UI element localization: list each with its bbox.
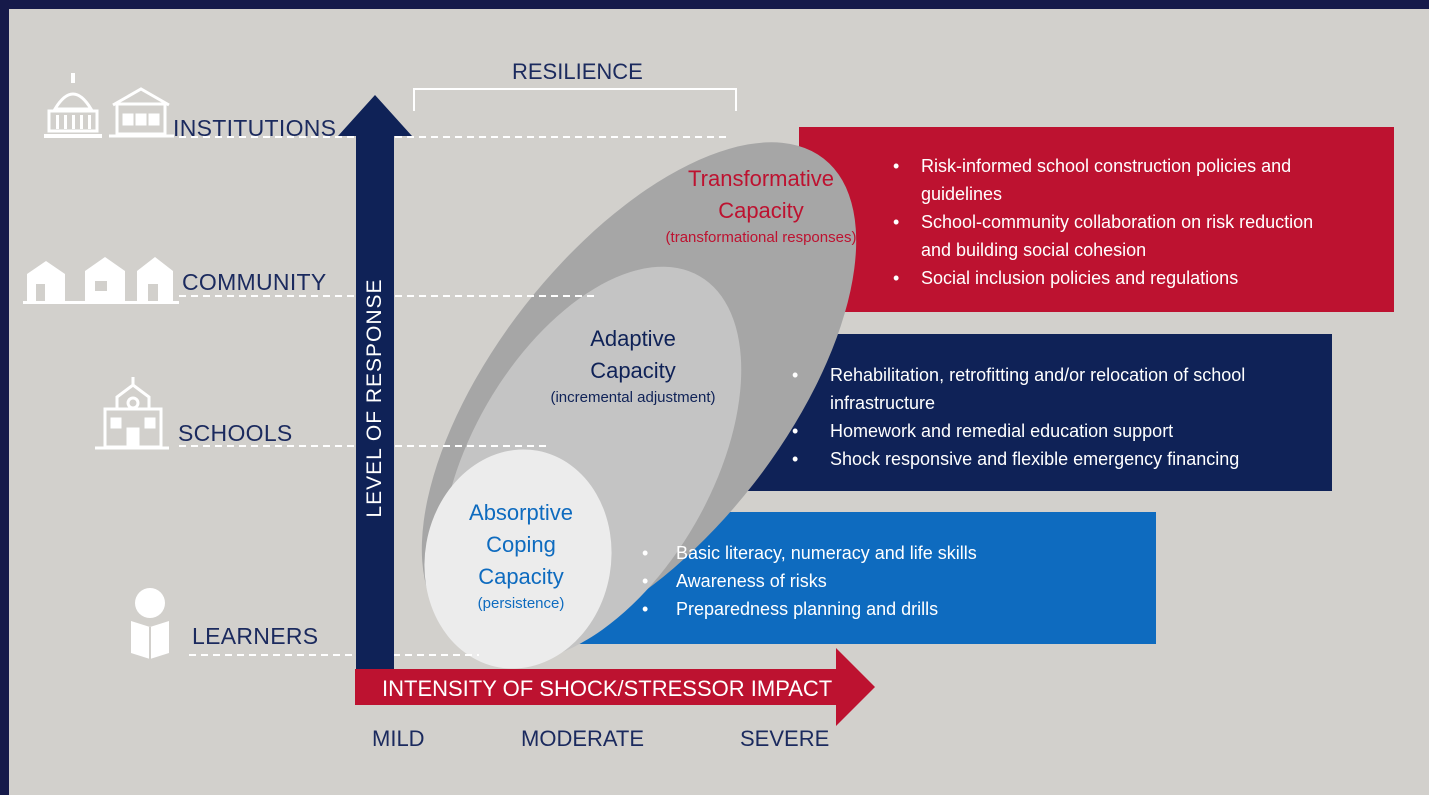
transformative-capacity-title: Transformative Capacity (transformationa… [631,163,891,249]
bullet: • [792,365,799,385]
absorptive-list: • Basic literacy, numeracy and life skill… [642,539,977,623]
bullet: • [792,421,799,441]
item-text: Homework and remedial education support [830,421,1174,441]
absorptive-ellipse [424,449,612,669]
list-item: • School-community collaboration on risk … [893,208,1314,264]
adaptive-box: • Rehabilitation, retrofitting and/or rel… [792,361,1246,473]
level-institutions-label: INSTITUTIONS [173,115,337,141]
list-item: • Homework and remedial education support [792,417,1245,445]
bullet: • [893,212,900,232]
intensity-axis-label: INTENSITY OF SHOCK/STRESSOR IMPACT [382,676,833,701]
adaptive-list: • Rehabilitation, retrofitting and/or rel… [792,361,1246,473]
learner-reading-icon [131,588,169,659]
absorptive-title-line3: Capacity [478,564,564,589]
item-text: Risk-informed school construction polici… [921,156,1292,176]
resilience-bracket [413,88,737,111]
community-house-icon [23,257,179,304]
transformative-title-line1: Transformative [688,166,834,191]
item-text: infrastructure [830,393,936,413]
list-item: • Social inclusion policies and regulatio… [893,264,1313,292]
list-item: • Basic literacy, numeracy and life skill… [642,539,977,567]
item-text: Social inclusion policies and regulation… [921,268,1239,288]
item-text: Basic literacy, numeracy and life skills [676,543,977,563]
institution-capitol-icon [44,73,102,138]
diagram-graphics [23,73,1394,726]
item-text: and building social cohesion [921,240,1147,260]
resilience-label: RESILIENCE [512,59,643,84]
diagram-canvas: RESILIENCE INSTITUTIONS COMMUNITY SCHOOL… [9,9,1429,795]
level-of-response-arrow [338,95,412,674]
bullet: • [642,599,649,619]
bullet: • [642,543,649,563]
adaptive-title-line1: Adaptive [590,326,676,351]
level-of-response-label: LEVEL OF RESPONSE [363,278,386,518]
adaptive-subtitle: (incremental adjustment) [550,389,716,406]
list-item: • Shock responsive and flexible emergency… [792,445,1245,473]
absorptive-box: • Basic literacy, numeracy and life skill… [642,539,977,623]
item-text: School-community collaboration on risk r… [921,212,1314,232]
transformative-subtitle: (transformational responses) [665,229,857,246]
institution-building-icon [109,87,174,138]
absorptive-capacity-title: Absorptive Coping Capacity (persistence) [441,497,601,615]
school-building-icon [95,377,169,450]
bullet: • [893,156,900,176]
tick-moderate: MODERATE [521,726,645,751]
level-community-label: COMMUNITY [182,269,327,295]
item-text: guidelines [921,184,1003,204]
absorptive-title-line2: Coping [486,532,556,557]
transformative-box-bg [799,127,1394,312]
transformative-box: • Risk-informed school construction polic… [893,152,1314,292]
list-item: • Awareness of risks [642,567,977,595]
list-item: • Preparedness planning and drills [642,595,977,623]
adaptive-title-line2: Capacity [590,358,676,383]
item-text: Rehabilitation, retrofitting and/or relo… [830,365,1246,385]
intensity-arrow [355,648,875,726]
bullet: • [792,449,799,469]
tick-severe: SEVERE [740,726,830,751]
item-text: Preparedness planning and drills [676,599,939,619]
bullet: • [642,571,649,591]
level-learners-label: LEARNERS [192,623,319,649]
bullet: • [893,268,900,288]
transformative-title-line2: Capacity [718,198,804,223]
tick-mild: MILD [372,726,425,751]
absorptive-subtitle: (persistence) [477,595,565,612]
item-text: Awareness of risks [676,571,827,591]
level-schools-label: SCHOOLS [178,420,293,446]
list-item: • Rehabilitation, retrofitting and/or rel… [792,361,1246,417]
transformative-list: • Risk-informed school construction polic… [893,152,1314,292]
item-text: Shock responsive and flexible emergency … [830,449,1240,469]
absorptive-title-line1: Absorptive [469,500,573,525]
list-item: • Risk-informed school construction polic… [893,152,1313,208]
adaptive-capacity-title: Adaptive Capacity (incremental adjustmen… [503,323,763,409]
